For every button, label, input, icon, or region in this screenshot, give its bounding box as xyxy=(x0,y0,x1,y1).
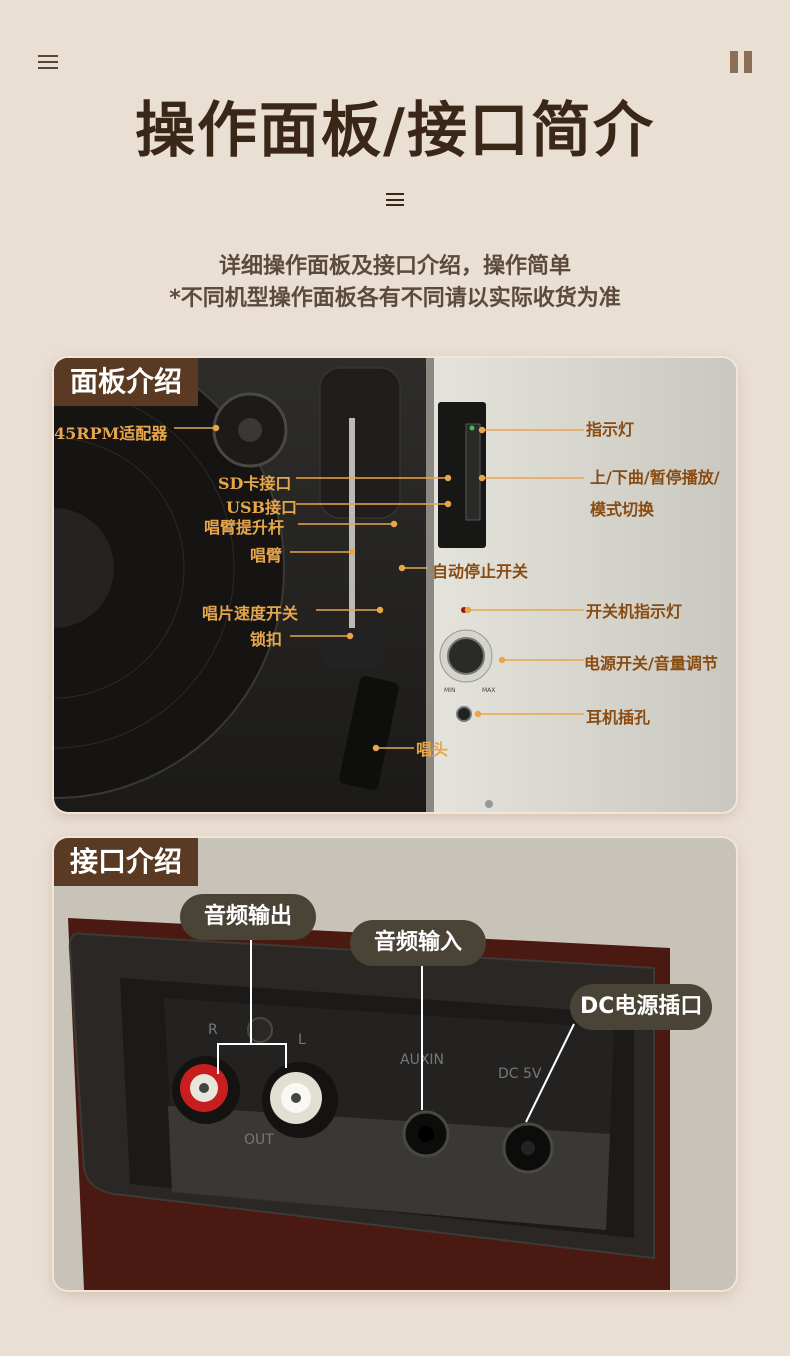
interface-tab: 接口介绍 xyxy=(54,838,199,886)
callout-audio-out: 音频输出 xyxy=(180,894,317,940)
subtitle-line-1: 详细操作面板及接口介绍，操作简单 xyxy=(218,254,571,279)
label-usb: USB接口 xyxy=(226,498,298,517)
label-power-volume: 电源开关/音量调节 xyxy=(584,654,718,673)
label-sd: SD卡接口 xyxy=(218,474,292,493)
turntable-photo: MIN MAX xyxy=(54,358,736,812)
engraved-out: OUT xyxy=(244,1132,274,1148)
divider-icon xyxy=(386,193,404,206)
menu-icon[interactable] xyxy=(38,55,58,69)
subtitle-line-2: *不同机型操作面板各有不同请以实际收货为准 xyxy=(169,286,621,311)
interface-card: 接口介绍 R L OUT AUXIN DC 5V xyxy=(54,838,736,1290)
engraved-l: L xyxy=(298,1032,306,1048)
interface-photo: R L OUT AUXIN DC 5V xyxy=(54,838,736,1290)
label-autostop: 自动停止开关 xyxy=(432,562,529,581)
label-speed: 唱片速度开关 xyxy=(202,604,299,623)
knob-max-text: MAX xyxy=(482,687,495,694)
knob-min-text: MIN xyxy=(444,687,455,694)
label-power-light: 开关机指示灯 xyxy=(586,602,683,621)
engraved-dc: DC 5V xyxy=(498,1066,542,1082)
page-title: 操作面板/接口简介 xyxy=(135,96,655,166)
label-stylus: 唱头 xyxy=(416,740,449,759)
label-headphone: 耳机插孔 xyxy=(586,708,651,727)
engraved-r: R xyxy=(208,1022,218,1038)
label-adapter: 45RPM适配器 xyxy=(54,424,168,443)
label-indicator: 指示灯 xyxy=(586,420,635,439)
label-lock: 锁扣 xyxy=(250,630,283,649)
label-controls-2: 模式切换 xyxy=(590,500,655,519)
panel-tab: 面板介绍 xyxy=(54,358,199,406)
label-arm: 唱臂 xyxy=(250,546,283,565)
pause-icon[interactable] xyxy=(730,51,752,73)
panel-card: 面板介绍 M xyxy=(54,358,736,812)
label-controls-1: 上/下曲/暂停播放/ xyxy=(590,468,720,487)
label-lift: 唱臂提升杆 xyxy=(204,518,285,537)
callout-audio-in: 音频输入 xyxy=(350,920,487,966)
callout-dc: DC电源插口 xyxy=(570,984,713,1030)
